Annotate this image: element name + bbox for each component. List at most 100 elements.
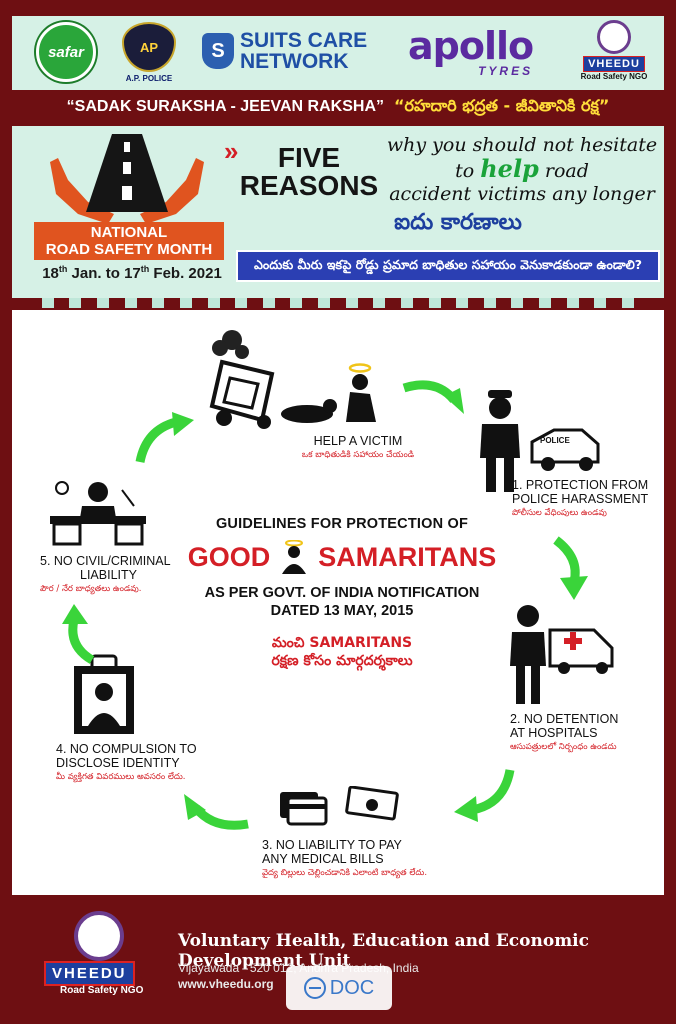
- date-start-suffix: th: [58, 264, 68, 274]
- double-chevron-icon: »: [224, 136, 239, 166]
- doc-overlay-button[interactable]: DOC: [286, 966, 392, 1010]
- identity-title2: DISCLOSE IDENTITY: [56, 756, 180, 770]
- ap-police-logo: AP A.P. POLICE: [122, 22, 176, 86]
- samaritans-word: SAMARITANS: [318, 541, 497, 572]
- good-samaritan-cycle: HELP A VICTIM ఒక బాధితుడికి సహాయం చేయండి…: [12, 310, 664, 895]
- why-road: road: [538, 160, 589, 182]
- footer-ngo-label: Road Safety NGO: [60, 985, 144, 996]
- id-card-icon: [74, 654, 134, 734]
- date-end-day: 17: [124, 265, 141, 282]
- telugu-samaritans-line2: రక్షణ కోసం మార్గదర్శకాలు: [271, 653, 413, 669]
- police-shield-text: AP: [139, 39, 159, 55]
- campaign-line1: NATIONAL: [90, 224, 168, 241]
- hospital-title1: 2. NO DETENTION: [510, 712, 619, 726]
- why-line3: accident victims any longer: [389, 183, 655, 205]
- suits-shield-icon: S: [202, 33, 234, 69]
- footer-vheedu-word: VHEEDU: [44, 961, 135, 986]
- police-caption: A.P. POLICE: [125, 74, 173, 83]
- five-reasons-heading: FIVE REASONS: [234, 144, 384, 200]
- police-officer-icon: [480, 390, 600, 492]
- date-end-month: Feb. 2021: [149, 265, 222, 282]
- apollo-tyres-logo: apollo TYRES: [408, 24, 534, 78]
- police-telugu: పోలీసుల వేధింపులు ఉండవు: [512, 508, 607, 518]
- campaign-line2: ROAD SAFETY MONTH: [45, 241, 213, 258]
- civil-telugu: పౌర / నేర బాధ్యతలు ఉండవు.: [40, 584, 142, 594]
- date-start-day: 18: [42, 265, 59, 282]
- why-to: to: [455, 160, 481, 182]
- date-end-suffix: th: [140, 264, 150, 274]
- divider-dots: [12, 296, 664, 310]
- why-help: help: [480, 154, 539, 183]
- slogan-telugu: “రహదారి భద్రత - జీవితానికి రక్ష”: [394, 95, 610, 115]
- slogan-bar: “SADAK SURAKSHA - JEEVAN RAKSHA” “రహదారి…: [12, 90, 664, 124]
- campaign-banner: NATIONAL ROAD SAFETY MONTH 18th Jan. to …: [12, 126, 664, 298]
- good-word: GOOD: [187, 541, 271, 572]
- step-help-victim: HELP A VICTIM ఒక బాధితుడికి సహాయం చేయండి: [298, 434, 418, 462]
- doc-label: DOC: [329, 976, 375, 999]
- safar-logo-text: safar: [48, 43, 84, 61]
- center-guidelines: GUIDELINES FOR PROTECTION OF GOOD SAMARI…: [152, 516, 532, 670]
- civil-title1: 5. NO CIVIL/CRIMINAL: [40, 554, 171, 568]
- guidelines-heading: GUIDELINES FOR PROTECTION OF: [215, 516, 469, 532]
- police-title1: 1. PROTECTION FROM: [512, 478, 649, 492]
- step-police-protection: 1. PROTECTION FROM POLICE HARASSMENT పోల…: [512, 478, 662, 520]
- vheedu-ngo-label: Road Safety NGO: [580, 72, 648, 81]
- arrow-to-hospital-icon: [553, 536, 588, 600]
- bills-title2: ANY MEDICAL BILLS: [262, 852, 384, 866]
- doc-icon: [303, 977, 326, 999]
- ambulance-icon: [510, 605, 614, 704]
- why-tagline: why you should not hesitate to help road…: [382, 134, 662, 206]
- telugu-question-bar: ఎందుకు మీరు ఇకపై రోడ్డు ప్రమాద బాధితుల స…: [236, 250, 660, 282]
- step-civil-liability: 5. NO CIVIL/CRIMINAL LIABILITY పౌర / నేర…: [40, 554, 180, 596]
- samaritan-person-icon: [282, 540, 307, 574]
- notification-line: AS PER GOVT. OF INDIA NOTIFICATION: [204, 585, 480, 601]
- campaign-title-box: NATIONAL ROAD SAFETY MONTH: [34, 222, 224, 260]
- bills-title1: 3. NO LIABILITY TO PAY: [262, 838, 402, 852]
- footer-website-link[interactable]: www.vheedu.org: [178, 977, 274, 991]
- suits-line2: NETWORK: [240, 50, 349, 73]
- vheedu-logo-top: VHEEDU Road Safety NGO: [574, 20, 654, 81]
- notification-date: DATED 13 MAY, 2015: [270, 603, 414, 619]
- hospital-telugu: ఆసుపత్రులలో నిర్బంధం ఉండదు: [510, 742, 617, 752]
- identity-telugu: మీ వ్యక్తిగత వివరములు అవసరం లేదు.: [56, 772, 186, 782]
- police-car-badge: POLICE: [540, 436, 570, 445]
- hands-road-icon: [50, 134, 204, 224]
- suits-line1: SUITS CARE: [240, 29, 368, 52]
- safar-logo: safar: [36, 22, 96, 82]
- accident-illustration: [209, 330, 376, 429]
- cards-and-cash-icon: [280, 786, 399, 826]
- why-line1: why you should not hesitate: [386, 134, 658, 156]
- step-identity-disclosure: 4. NO COMPULSION TO DISCLOSE IDENTITY మీ…: [56, 742, 226, 784]
- five-line1: FIVE: [277, 142, 341, 173]
- civil-title2: LIABILITY: [80, 568, 137, 582]
- arrow-to-police-icon: [402, 380, 464, 414]
- apollo-sub: TYRES: [478, 64, 534, 78]
- vheedu-footer-seal-icon: [74, 911, 124, 961]
- office-desk-icon: [50, 481, 146, 546]
- step-medical-bills: 3. NO LIABILITY TO PAY ANY MEDICAL BILLS…: [262, 838, 442, 880]
- date-start-month: Jan. to: [67, 265, 125, 282]
- five-line2: REASONS: [239, 170, 379, 201]
- vheedu-seal-icon: [597, 20, 631, 54]
- arrow-to-civil-icon: [62, 604, 95, 664]
- bills-telugu: వైద్య బిల్లులు చెల్లించడానికి ఎలాంటి బాధ…: [262, 868, 428, 878]
- vheedu-word: VHEEDU: [583, 56, 645, 72]
- telugu-samaritans-line1: మంచి SAMARITANS: [271, 635, 413, 651]
- step-hospital-detention: 2. NO DETENTION AT HOSPITALS ఆసుపత్రులలో…: [510, 712, 660, 754]
- arrow-to-victim-icon: [135, 412, 194, 464]
- help-victim-telugu: ఒక బాధితుడికి సహాయం చేయండి: [301, 450, 415, 460]
- hospital-title2: AT HOSPITALS: [510, 726, 598, 740]
- apollo-word: apollo: [408, 24, 534, 68]
- police-shield-icon: AP: [122, 22, 176, 72]
- telugu-five-reasons: ఐదు కారణాలు: [394, 210, 522, 235]
- identity-title1: 4. NO COMPULSION TO: [56, 742, 197, 756]
- arrow-to-identity-icon: [184, 794, 249, 830]
- arrow-to-bills-icon: [454, 769, 515, 822]
- good-samaritans-title: GOOD SAMARITANS: [152, 540, 532, 574]
- campaign-dates: 18th Jan. to 17th Feb. 2021: [32, 264, 232, 282]
- help-victim-title: HELP A VICTIM: [313, 434, 403, 448]
- police-title2: POLICE HARASSMENT: [512, 492, 649, 506]
- slogan-english: “SADAK SURAKSHA - JEEVAN RAKSHA”: [66, 98, 384, 115]
